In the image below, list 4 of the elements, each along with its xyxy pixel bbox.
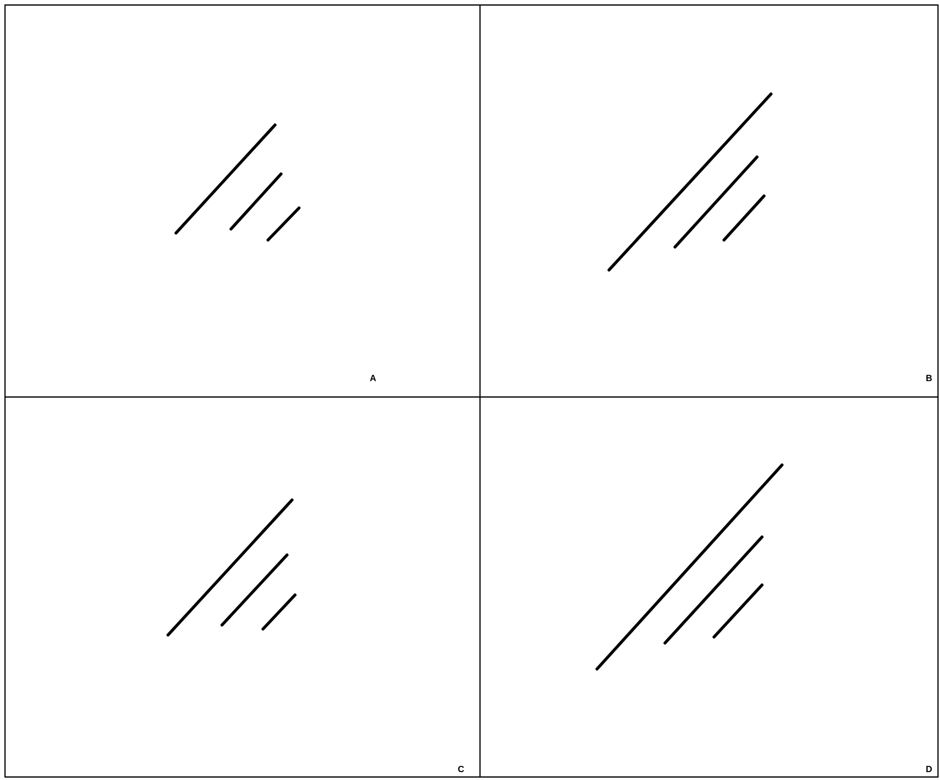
panel-label: C	[458, 766, 464, 772]
panel-label: D	[926, 766, 932, 772]
panel-label: A	[370, 374, 376, 382]
panel-label: B	[926, 374, 932, 382]
